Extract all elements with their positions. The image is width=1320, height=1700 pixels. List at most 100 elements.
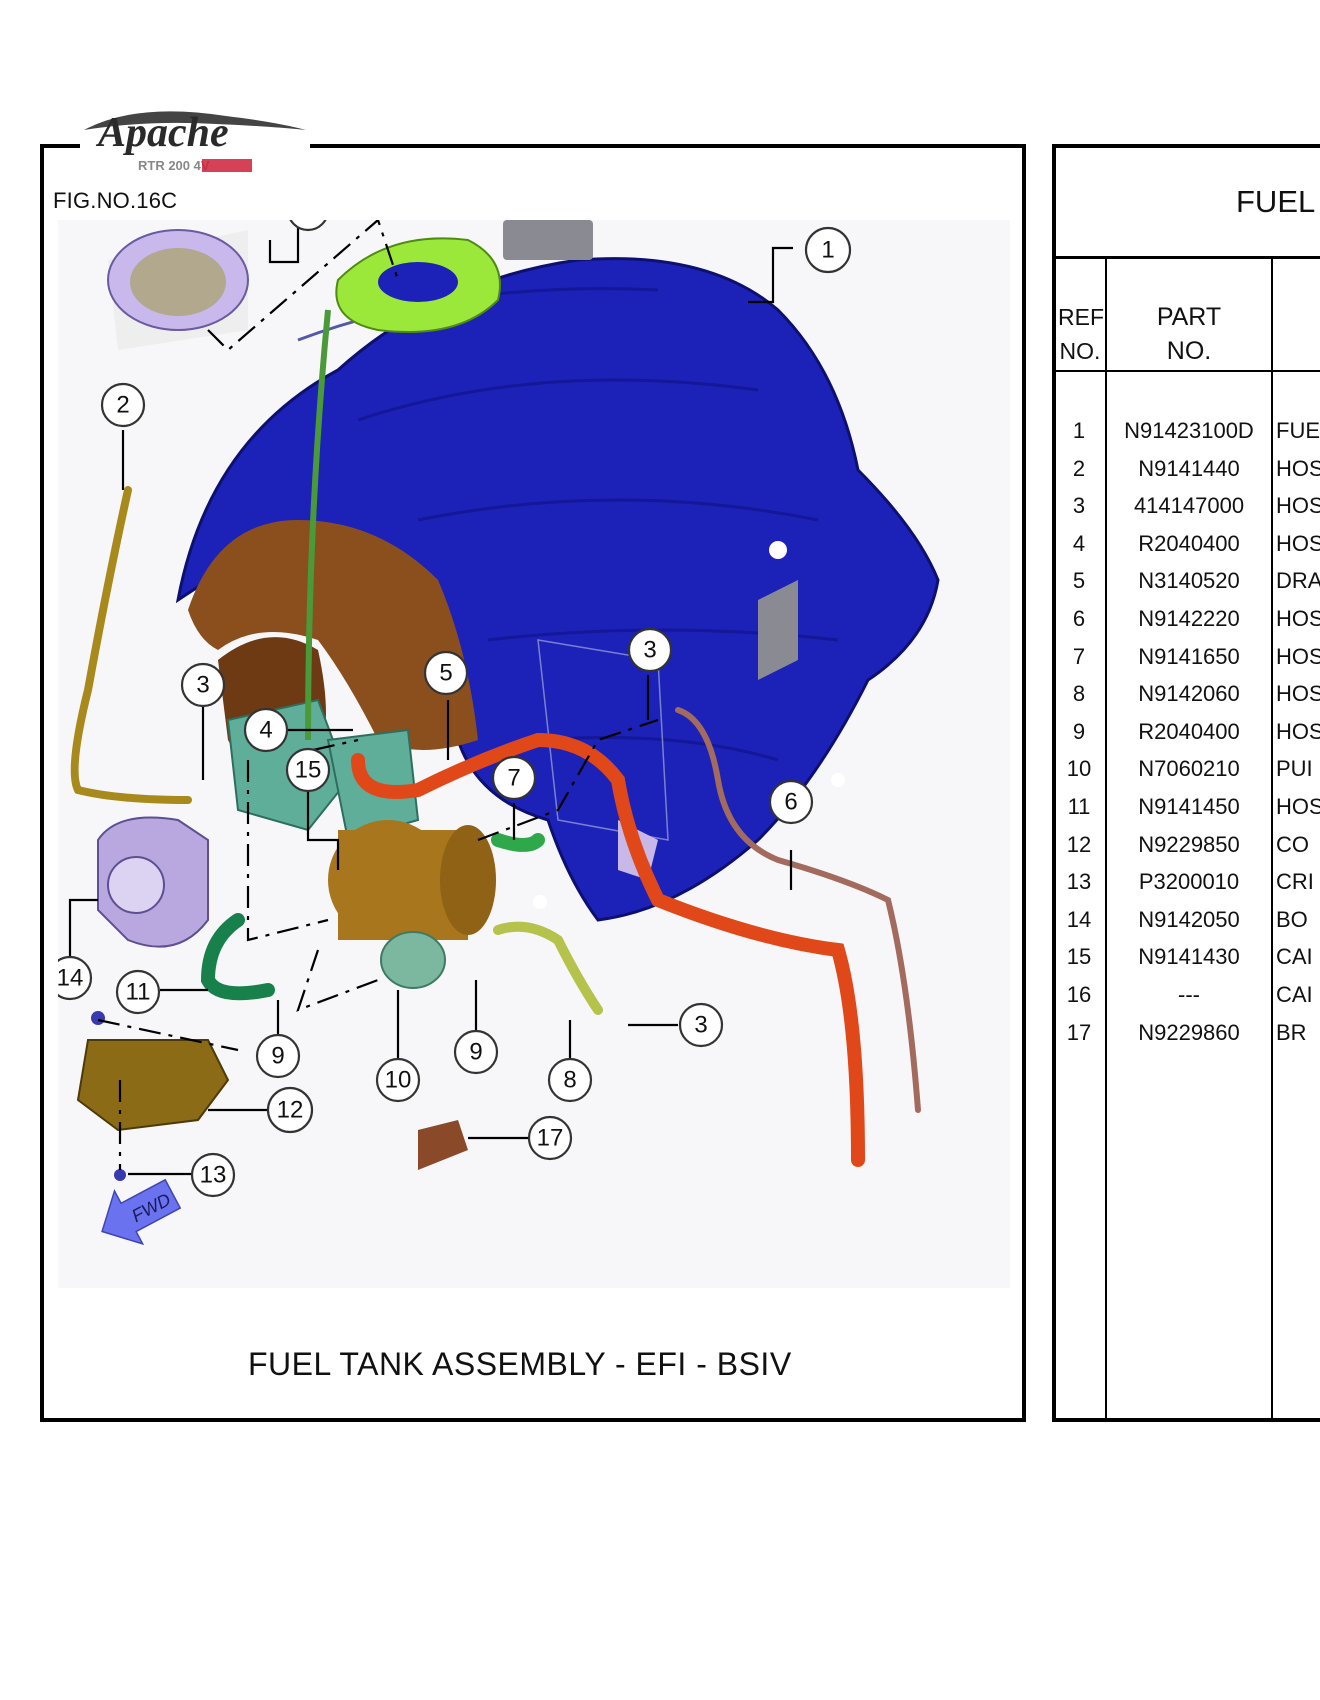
- part-no-cell: R2040400: [1138, 718, 1240, 744]
- hose-8: [493, 921, 603, 1015]
- description-cell: PUI: [1276, 756, 1313, 782]
- callout-15: 15: [285, 747, 331, 793]
- ref-no-cell: 4: [1072, 530, 1086, 556]
- exploded-view-illustration: 16 1 2 3 3 3 4 5 6 7 8 9 9 10 11 12 13 1…: [58, 220, 1010, 1288]
- part-no-cell: N3140520: [1138, 568, 1240, 594]
- part-no-cell: N9141440: [1138, 455, 1240, 481]
- svg-text:15: 15: [295, 757, 322, 784]
- ref-no-cell: 11: [1067, 793, 1091, 819]
- ref-no-cell: 1: [1072, 418, 1086, 443]
- part-no-cell: 414147000: [1133, 493, 1245, 519]
- svg-text:11: 11: [126, 979, 151, 1006]
- callout-2: 2: [100, 382, 146, 428]
- part-no-cell: P3200010: [1138, 869, 1240, 895]
- part-no-cell: N9141450: [1138, 793, 1240, 819]
- description-cell: DRA: [1276, 568, 1320, 594]
- svg-text:5: 5: [439, 660, 452, 687]
- svg-text:16: 16: [295, 220, 322, 224]
- ref-no-cell: 8: [1072, 681, 1086, 707]
- table-row: 6 N9142220 HOS: [1052, 600, 1320, 638]
- diagram-title: FUEL TANK ASSEMBLY - EFI - BSIV: [248, 1346, 792, 1382]
- hose-6: [675, 707, 921, 1113]
- svg-text:3: 3: [694, 1012, 707, 1039]
- part-no-cell: N9142220: [1138, 605, 1240, 631]
- description-cell: CAI: [1276, 981, 1313, 1007]
- svg-text:6: 6: [784, 789, 797, 816]
- part-no-cell: ---: [1178, 981, 1200, 1007]
- callout-10: 10: [375, 1057, 421, 1103]
- description-cell: HOS: [1276, 605, 1320, 631]
- tank-flange: [305, 237, 501, 741]
- ref-no-cell: 10: [1066, 756, 1092, 782]
- bracket-17: [418, 1120, 468, 1170]
- table-column-rule: [1271, 258, 1273, 1420]
- callout-14: 14: [58, 955, 93, 1001]
- callout-11: 11: [115, 969, 161, 1015]
- svg-text:9: 9: [469, 1039, 482, 1066]
- part-no-cell: N9229850: [1138, 831, 1240, 857]
- svg-text:13: 13: [200, 1162, 227, 1189]
- svg-text:8: 8: [563, 1067, 576, 1094]
- hose-7: [491, 833, 545, 852]
- table-divider: [1052, 256, 1320, 259]
- ref-no-cell: 3: [1072, 493, 1086, 519]
- description-cell: FUE: [1276, 418, 1320, 443]
- callout-3b: 3: [627, 627, 673, 673]
- table-column-rule: [1105, 258, 1107, 1420]
- ref-no-cell: 2: [1072, 455, 1086, 481]
- ref-no-cell: 7: [1072, 643, 1086, 669]
- cover: [97, 816, 209, 948]
- table-row: 16---CAI: [1052, 976, 1320, 1014]
- ref-no-cell: 15: [1066, 944, 1092, 970]
- hose-5: [351, 732, 865, 1167]
- description-cell: HOS: [1276, 718, 1320, 744]
- description-cell: BO: [1276, 906, 1308, 932]
- hose-2: [70, 486, 192, 804]
- svg-text:2: 2: [116, 392, 129, 419]
- part-no-cell: N9141650: [1138, 643, 1240, 669]
- description-cell: CO: [1276, 831, 1309, 857]
- svg-text:14: 14: [58, 965, 83, 992]
- svg-text:1: 1: [821, 237, 834, 264]
- hose-11: [200, 913, 275, 1001]
- callout-17: 17: [527, 1115, 573, 1161]
- parts-table-frame: [1052, 144, 1320, 1422]
- callout-3a: 3: [180, 662, 226, 708]
- part-no-cell: N9229860: [1138, 1019, 1240, 1045]
- description-cell: BR: [1276, 1019, 1307, 1045]
- callout-16: 16: [289, 220, 327, 232]
- svg-text:10: 10: [385, 1067, 412, 1094]
- description-cell: CAI: [1276, 944, 1313, 970]
- bracket: [76, 1039, 230, 1132]
- figure-number: FIG.NO.16C: [53, 188, 178, 213]
- bolt-13: [114, 1169, 126, 1181]
- svg-text:9: 9: [271, 1043, 284, 1070]
- table-row: 5 N3140520 DRA: [1052, 562, 1320, 600]
- description-cell: HOS: [1276, 643, 1320, 669]
- ref-no-cell: 14: [1066, 906, 1092, 932]
- logo-frame-gap: [80, 136, 310, 150]
- callout-9b: 9: [453, 1029, 499, 1075]
- svg-text:3: 3: [643, 637, 656, 664]
- svg-text:3: 3: [196, 672, 209, 699]
- logo-model-text: RTR 200 4V: [138, 158, 210, 173]
- apache-logo: Apache RTR 200 4V: [84, 110, 306, 173]
- part-no-cell: N9141430: [1138, 944, 1240, 970]
- callout-13: 13: [190, 1152, 236, 1198]
- callout-4: 4: [243, 707, 289, 753]
- ref-no-cell: 5: [1072, 568, 1086, 594]
- callout-7: 7: [491, 755, 537, 801]
- callout-1: 1: [804, 226, 852, 274]
- ref-no-cell: 6: [1072, 605, 1086, 631]
